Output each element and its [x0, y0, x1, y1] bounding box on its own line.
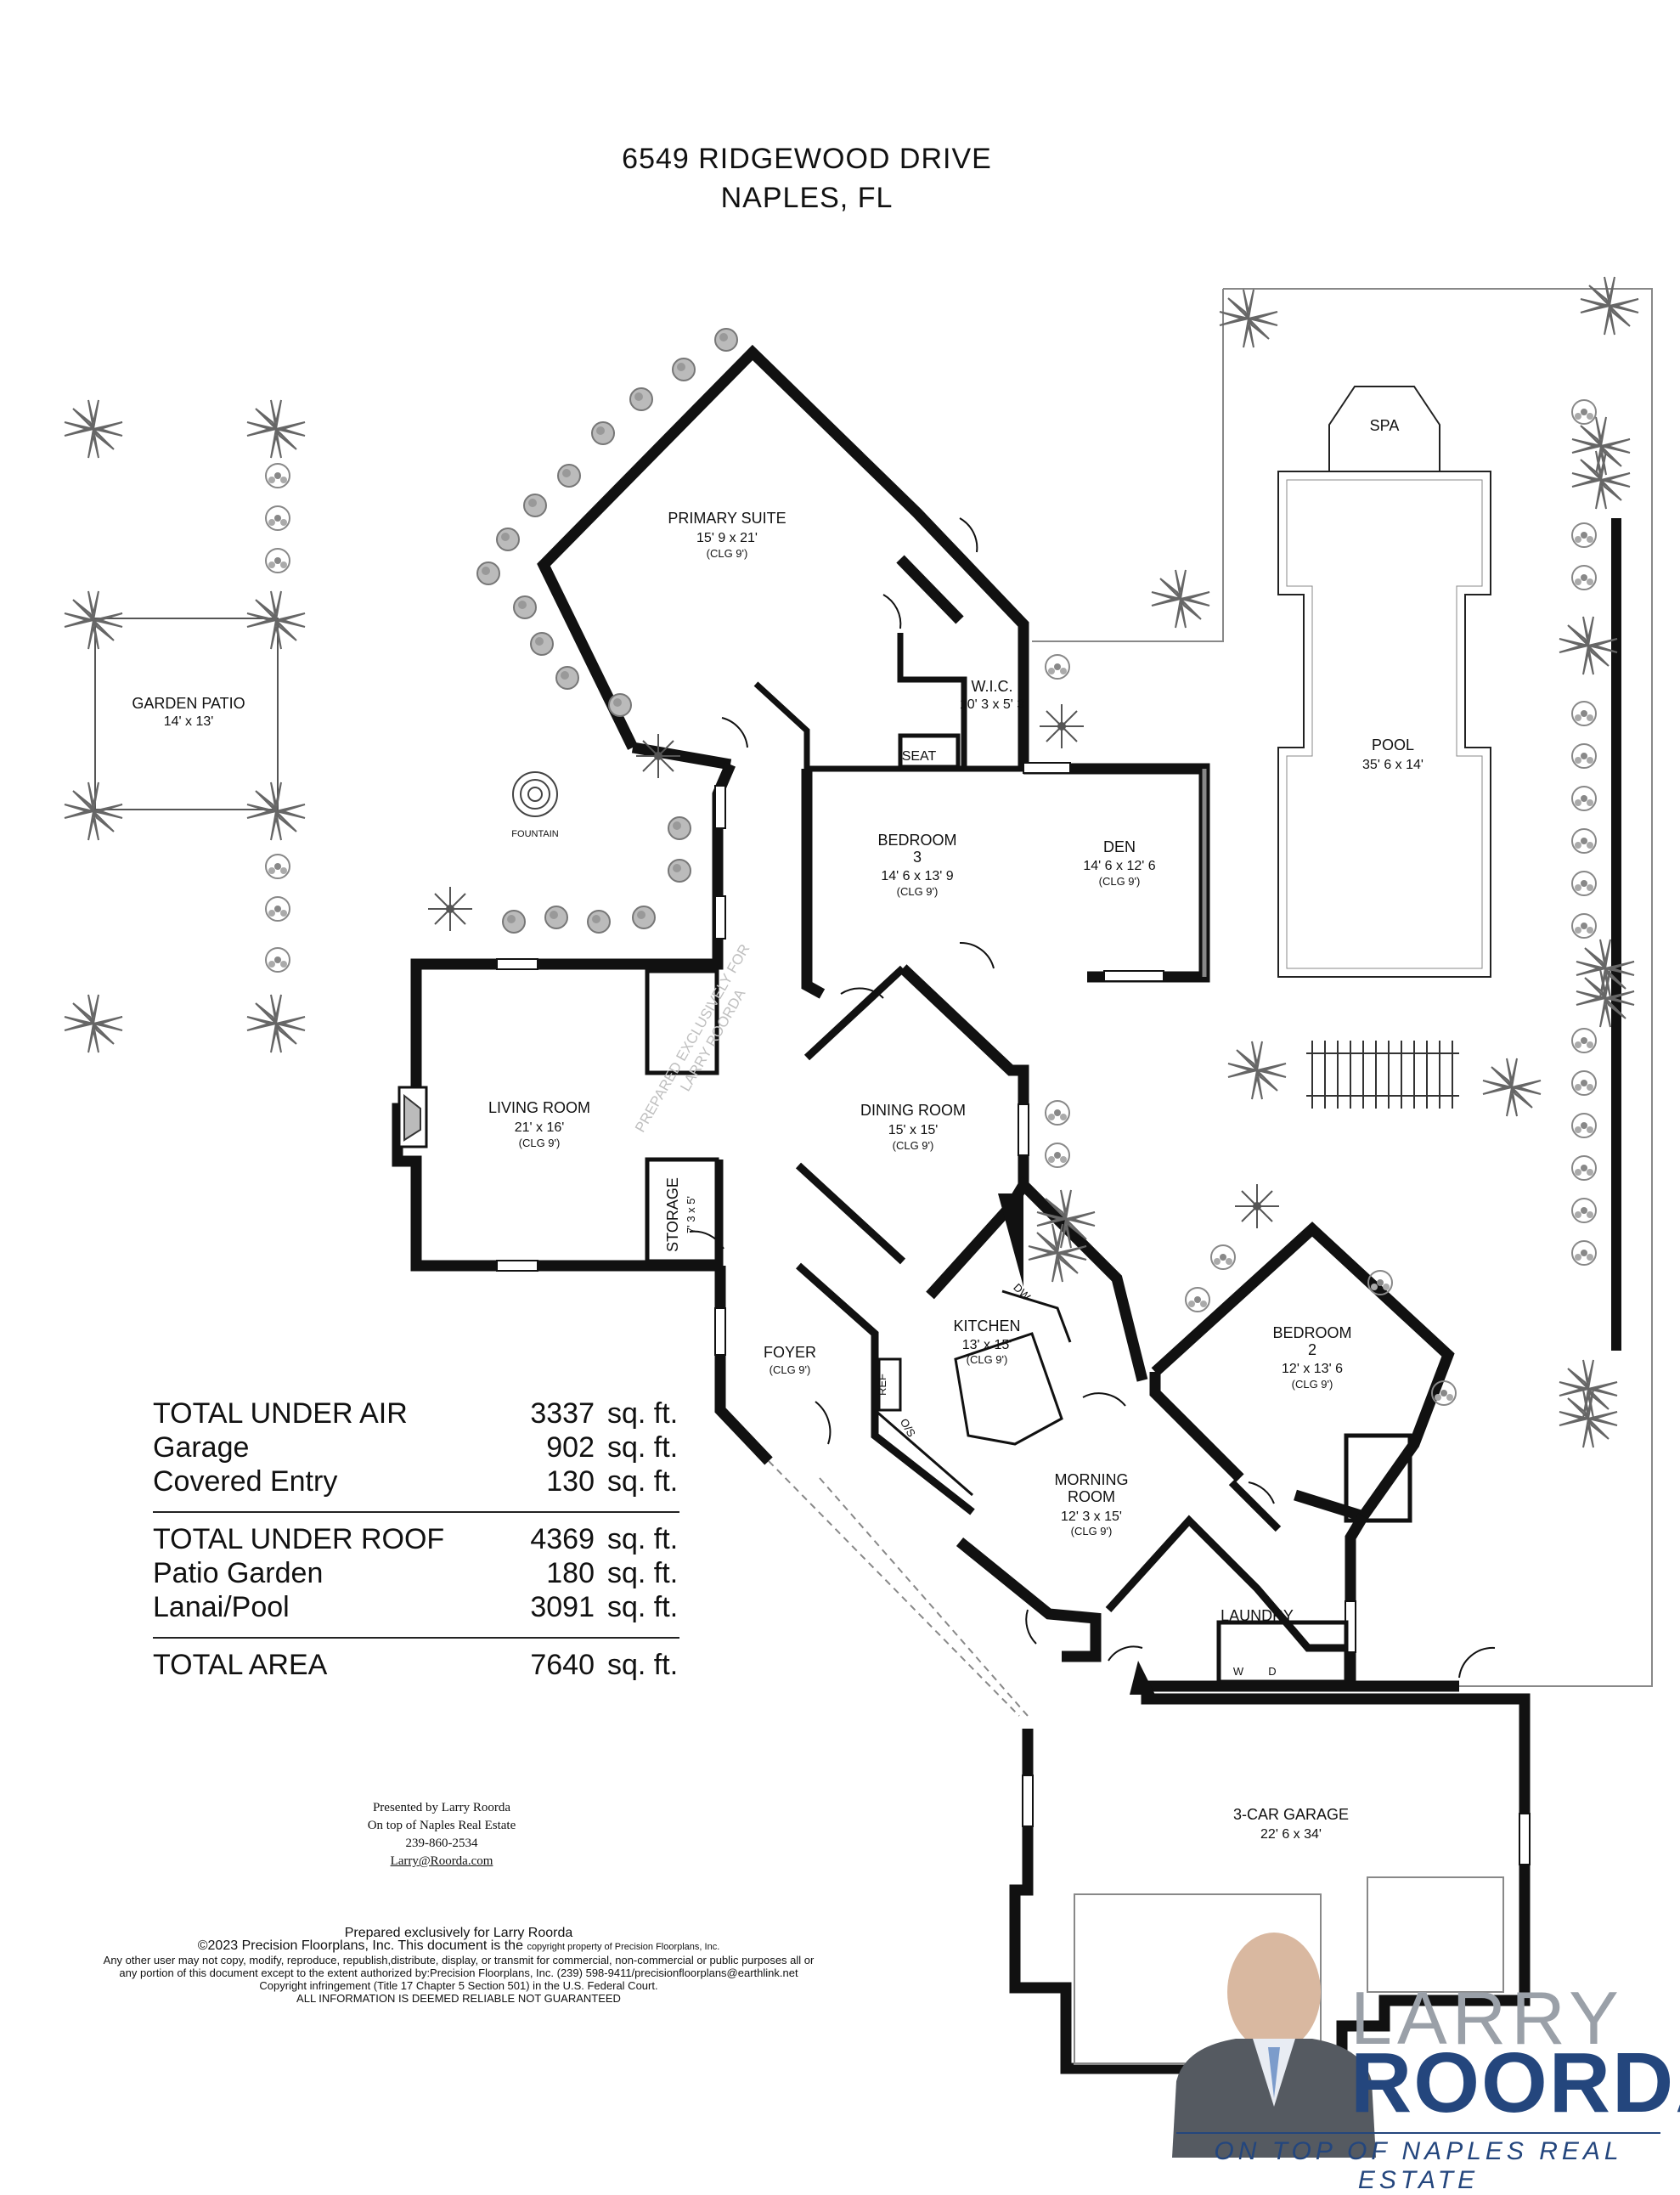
legal-block: Prepared exclusively for Larry Roorda ©2… [51, 1926, 866, 2006]
pool-dims: 35' 6 x 14' [1362, 758, 1423, 772]
garden-patio-dims: 14' x 13' [164, 714, 214, 729]
living-room-dims: 21' x 16' [515, 1120, 565, 1135]
oven-label: O/S [898, 1416, 918, 1439]
storage-name: STORAGE [664, 1177, 681, 1252]
agent-photo [1172, 1933, 1376, 2158]
contact-company: On top of Naples Real Estate [367, 1819, 516, 1832]
washer-label: W [1233, 1665, 1244, 1678]
bedroom3-ceiling: (CLG 9') [897, 885, 939, 898]
legal-line6: ALL INFORMATION IS DEEMED RELIABLE NOT G… [296, 1992, 621, 2005]
morning-room-dims: 12' 3 x 15' [1061, 1509, 1122, 1524]
brand-last-name: ROORDA [1350, 2035, 1680, 2130]
fireplace-icon [397, 1086, 428, 1148]
dining-room-dims: 15' x 15' [888, 1123, 939, 1137]
bedroom2-dims: 12' x 13' 6 [1282, 1362, 1343, 1376]
address-line: 6549 RIDGEWOOD DRIVE [622, 143, 992, 175]
bedroom3-name: BEDROOM [877, 832, 956, 849]
morning-room-name: MORNING [1055, 1471, 1129, 1488]
lanai-boundary [1223, 288, 1653, 1687]
laundry-name: LAUNDRY [1221, 1607, 1294, 1624]
contact-phone: 239-860-2534 [405, 1837, 478, 1850]
legal-copyright: ©2023 Precision Floorplans, Inc. This do… [197, 1938, 523, 1953]
pool-name: POOL [1372, 736, 1414, 753]
refrigerator-label: REF [876, 1374, 888, 1396]
wic-dims: 10' 3 x 5' 3 [960, 697, 1024, 712]
morning-room-ceiling: (CLG 9') [1071, 1525, 1113, 1538]
bedroom2-name: BEDROOM [1272, 1324, 1351, 1341]
living-room-ceiling: (CLG 9') [519, 1137, 561, 1149]
morning-room-name2: ROOM [1068, 1488, 1115, 1505]
lanai-wall [1611, 518, 1621, 1351]
pool [1277, 471, 1491, 978]
contact-presenter: Presented by Larry Roorda [372, 1801, 511, 1814]
brand-tagline: ON TOP OF NAPLES REAL ESTATE [1176, 2132, 1660, 2195]
garden-patio-name: GARDEN PATIO [132, 695, 245, 712]
living-room-name: LIVING ROOM [488, 1099, 590, 1116]
bedroom3-num: 3 [913, 849, 922, 866]
walls [392, 344, 1531, 2074]
kitchen-counters [874, 1289, 1072, 1497]
legal-line4: any portion of this document except to t… [119, 1966, 798, 1979]
brand-first-name: LARRY [1350, 1976, 1624, 2060]
flower-icon [265, 399, 1597, 1406]
wic-name: W.I.C. [972, 678, 1013, 695]
legal-line5: Copyright infringement (Title 17 Chapter… [259, 1979, 658, 1992]
covered-entry [768, 1460, 1029, 1717]
windows [496, 762, 1531, 1865]
kitchen-dims: 13' x 15' [962, 1338, 1012, 1352]
primary-suite-dims: 15' 9 x 21' [696, 531, 758, 545]
den-ceiling: (CLG 9') [1099, 875, 1141, 888]
foyer-name: FOYER [764, 1344, 816, 1361]
shrub-icon [476, 328, 738, 934]
dryer-label: D [1268, 1665, 1276, 1678]
spa-label: SPA [1370, 417, 1400, 434]
primary-suite-name: PRIMARY SUITE [668, 510, 786, 527]
garden-patio [94, 618, 279, 810]
legal-line3: Any other user may not copy, modify, rep… [103, 1954, 815, 1966]
seat-label: SEAT [902, 749, 937, 764]
bedroom3-dims: 14' 6 x 13' 9 [881, 869, 953, 883]
kitchen-name: KITCHEN [953, 1318, 1020, 1334]
contact-block: Presented by Larry Roorda On top of Napl… [280, 1799, 603, 1871]
den-dims: 14' 6 x 12' 6 [1083, 859, 1155, 873]
garage-dims: 22' 6 x 34' [1260, 1827, 1322, 1842]
legal-copyright-small: copyright property of Precision Floorpla… [527, 1942, 720, 1952]
contact-email[interactable]: Larry@Roorda.com [390, 1854, 493, 1868]
foyer-ceiling: (CLG 9') [770, 1363, 811, 1376]
city-line: NAPLES, FL [720, 182, 894, 214]
doors [689, 517, 1496, 1679]
bedroom2-num: 2 [1308, 1341, 1316, 1358]
bedroom2-ceiling: (CLG 9') [1292, 1378, 1333, 1391]
primary-suite-ceiling: (CLG 9') [707, 547, 748, 560]
divider [153, 1637, 679, 1639]
fountain-label: FOUNTAIN [511, 829, 558, 839]
storage-dims: 7' 3 x 5' [685, 1196, 697, 1233]
kitchen-ceiling: (CLG 9') [967, 1353, 1008, 1366]
dining-room-ceiling: (CLG 9') [893, 1139, 934, 1152]
den-name: DEN [1103, 838, 1136, 855]
legal-prepared: Prepared exclusively for Larry Roorda [344, 1926, 573, 1940]
fountain-icon [512, 771, 558, 817]
pergola [1306, 1041, 1459, 1109]
divider [153, 1511, 679, 1513]
column [998, 1193, 1023, 1287]
garage-name: 3-CAR GARAGE [1233, 1806, 1349, 1823]
dining-room-name: DINING ROOM [860, 1102, 966, 1119]
